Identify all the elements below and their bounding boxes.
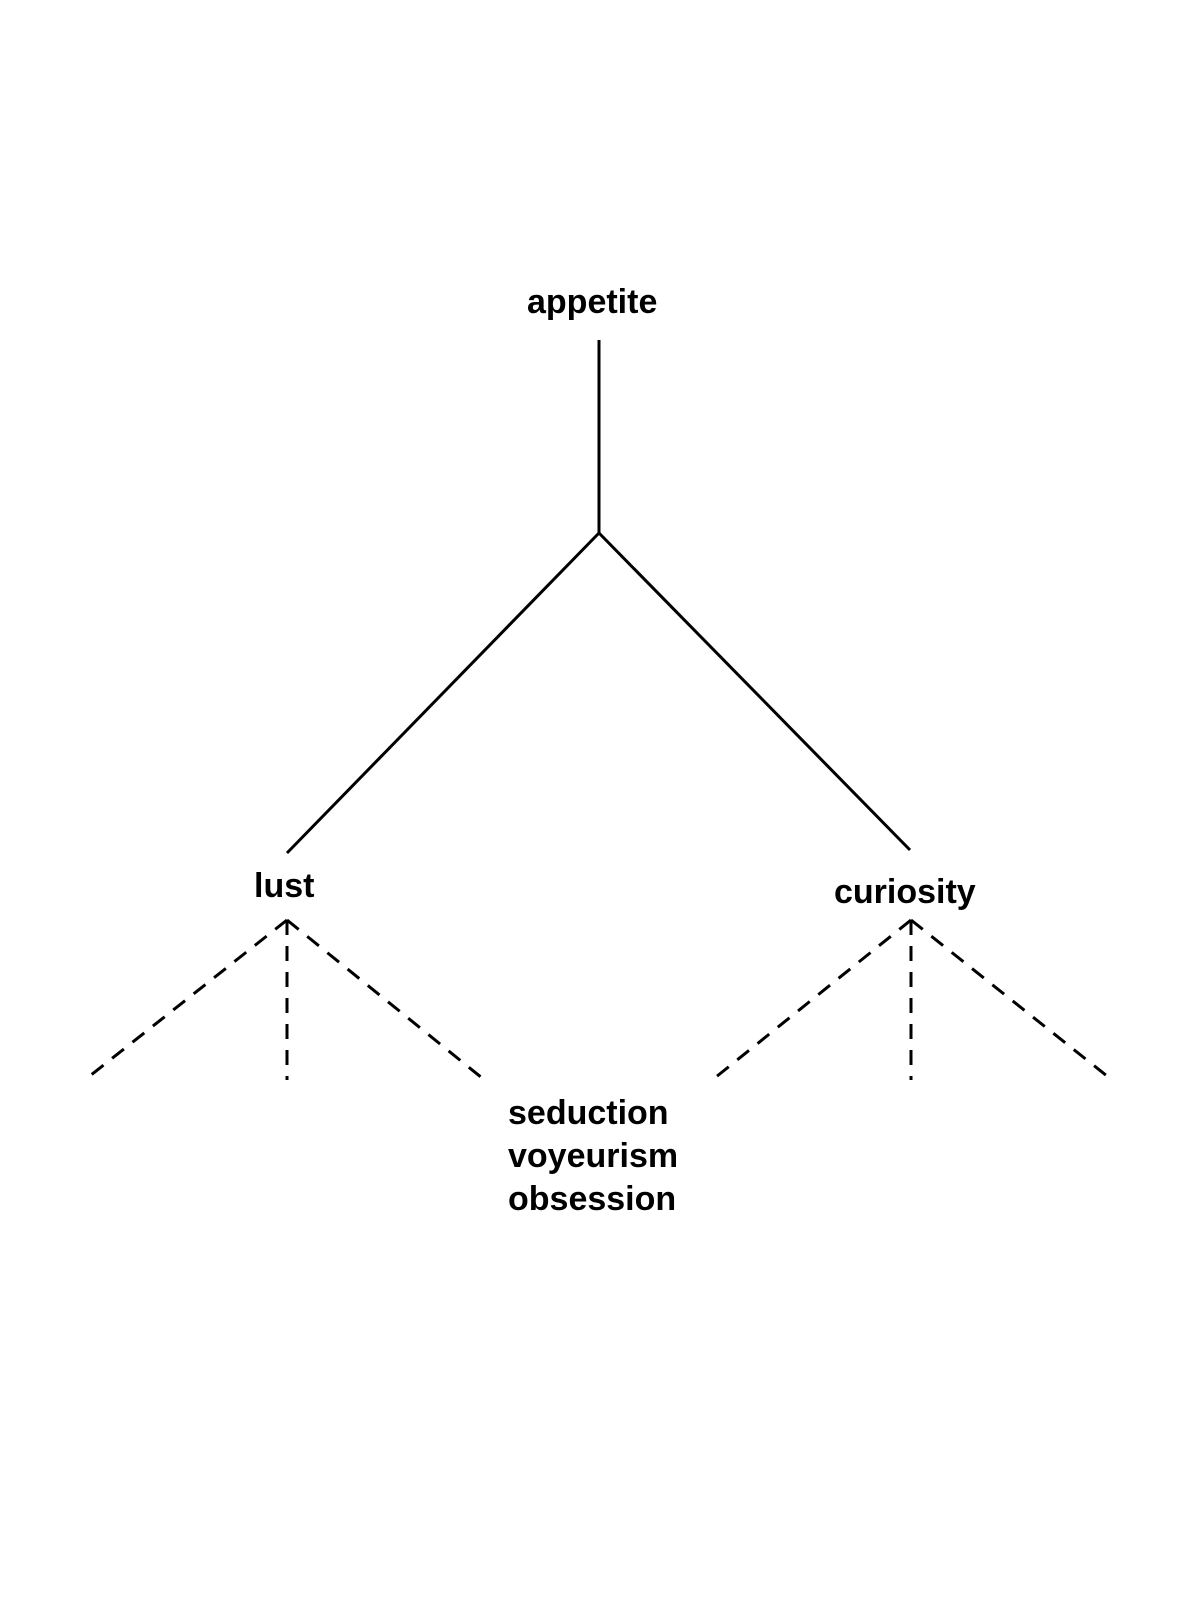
- edge-root-to-lust: [285, 531, 601, 855]
- dashed-edge-lust-right: [286, 918, 488, 1084]
- leaf-item: obsession: [508, 1180, 677, 1218]
- dashed-edge-curiosity-left: [710, 918, 912, 1083]
- node-label-right: curiosity: [834, 873, 976, 911]
- leaf-item: seduction: [508, 1094, 669, 1132]
- edge-root-to-curiosity: [597, 531, 912, 852]
- leaf-list: seduction voyeurism obsession: [508, 1092, 678, 1221]
- node-label-root: appetite: [527, 283, 658, 321]
- dashed-edge-lust-left: [85, 918, 288, 1081]
- leaf-item: voyeurism: [508, 1137, 679, 1175]
- dashed-edge-curiosity-right: [910, 918, 1113, 1082]
- node-label-left: lust: [254, 867, 315, 905]
